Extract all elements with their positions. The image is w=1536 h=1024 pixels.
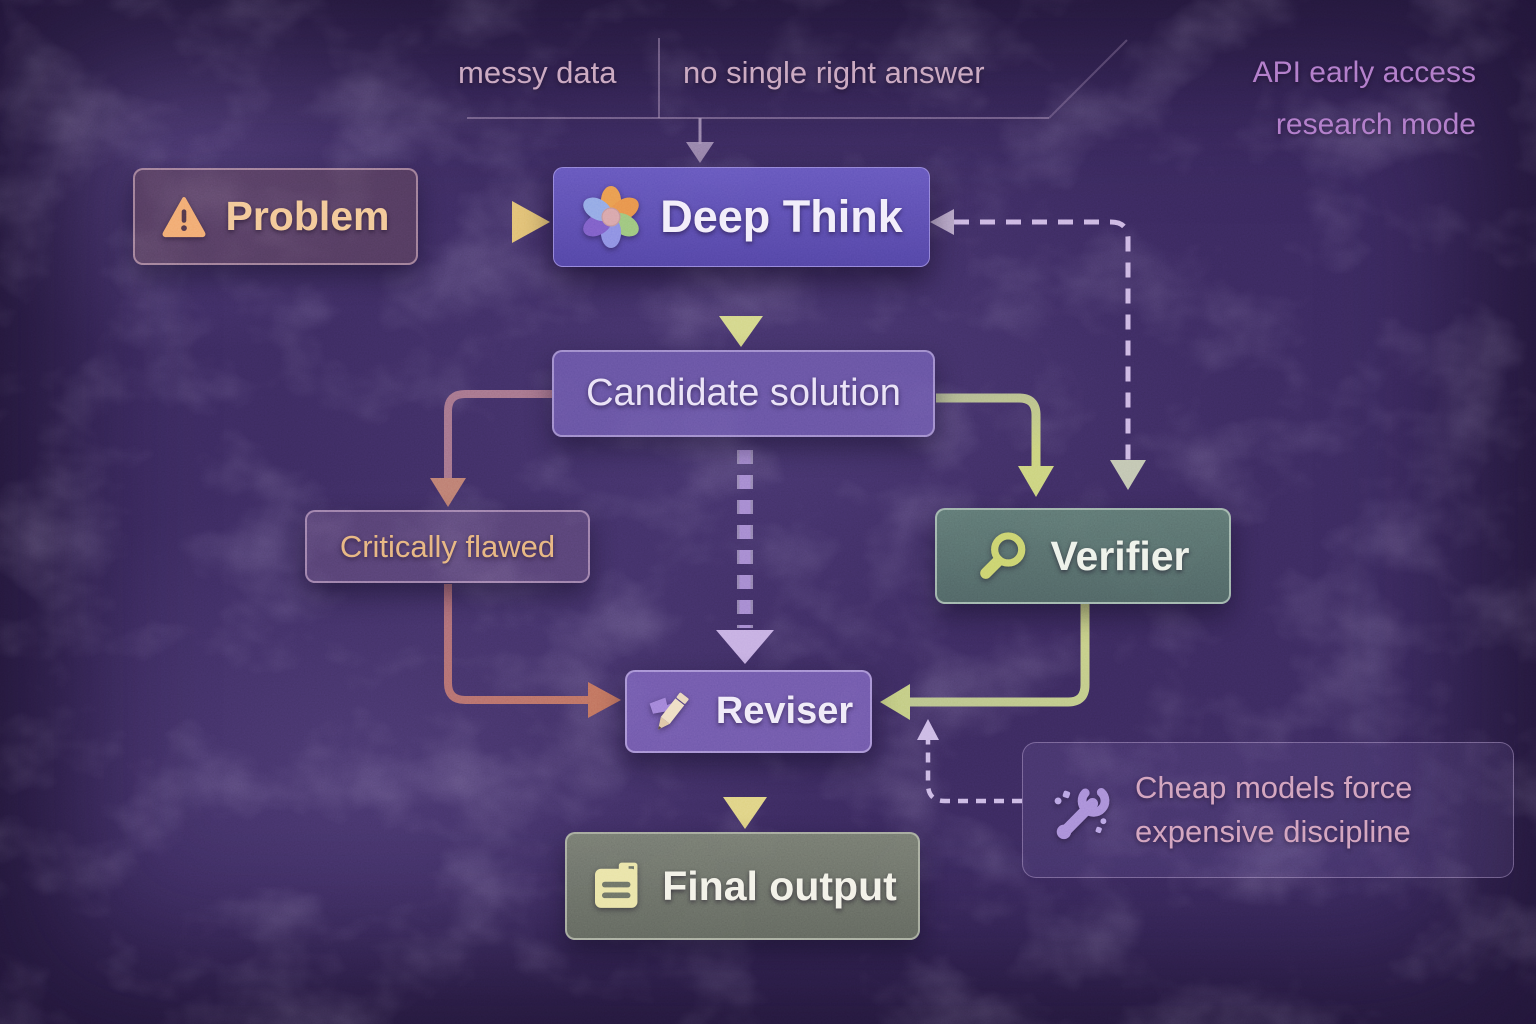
edge-problem-deepthink [420, 201, 550, 243]
node-deep-think-label: Deep Think [660, 191, 903, 242]
annotation-no-single-right-answer: no single right answer [683, 55, 985, 90]
clipboard-icon [588, 858, 644, 914]
edge-reviser-final [723, 754, 767, 829]
node-candidate-solution-label: Candidate solution [586, 372, 901, 414]
edge-candidate-flawed [430, 390, 552, 507]
callout-cheap-models: Cheap models force expensive discipline [1022, 742, 1514, 878]
annotation-research-mode: research mode [1275, 108, 1476, 141]
magnifier-icon [976, 528, 1032, 584]
callout-line2: expensive discipline [1135, 814, 1411, 849]
node-reviser-label: Reviser [715, 690, 854, 732]
edge-deepthink-candidate [719, 268, 763, 347]
callout-line1: Cheap models force [1135, 769, 1413, 805]
edge-candidate-verifier [936, 393, 1054, 497]
annotation-messy-data: messy data [458, 55, 617, 90]
deep-think-flower-icon [580, 186, 642, 248]
edge-callout-reviser-dashed [917, 719, 1022, 804]
node-critically-flawed: Critically flawed [305, 510, 590, 583]
node-candidate-solution: Candidate solution [552, 350, 935, 437]
node-problem: Problem [133, 168, 418, 265]
node-deep-think: Deep Think [553, 167, 930, 267]
annotation-mode-labels: API early access research mode [1253, 56, 1476, 142]
node-problem-label: Problem [225, 193, 390, 239]
node-verifier-label: Verifier [1050, 532, 1190, 579]
node-reviser: Reviser [625, 670, 872, 753]
pencil-icon [644, 685, 698, 739]
edge-verifier-reviser [880, 604, 1090, 720]
node-final-output: Final output [565, 832, 920, 940]
node-critically-flawed-label: Critically flawed [339, 528, 556, 564]
annotation-api-early-access: API early access [1252, 56, 1476, 89]
edge-flawed-reviser [444, 584, 621, 718]
node-final-output-label: Final output [662, 862, 897, 909]
wrench-icon [1049, 778, 1113, 842]
edge-candidate-reviser-dashed [716, 450, 774, 664]
warning-icon [161, 194, 207, 240]
node-verifier: Verifier [935, 508, 1231, 604]
